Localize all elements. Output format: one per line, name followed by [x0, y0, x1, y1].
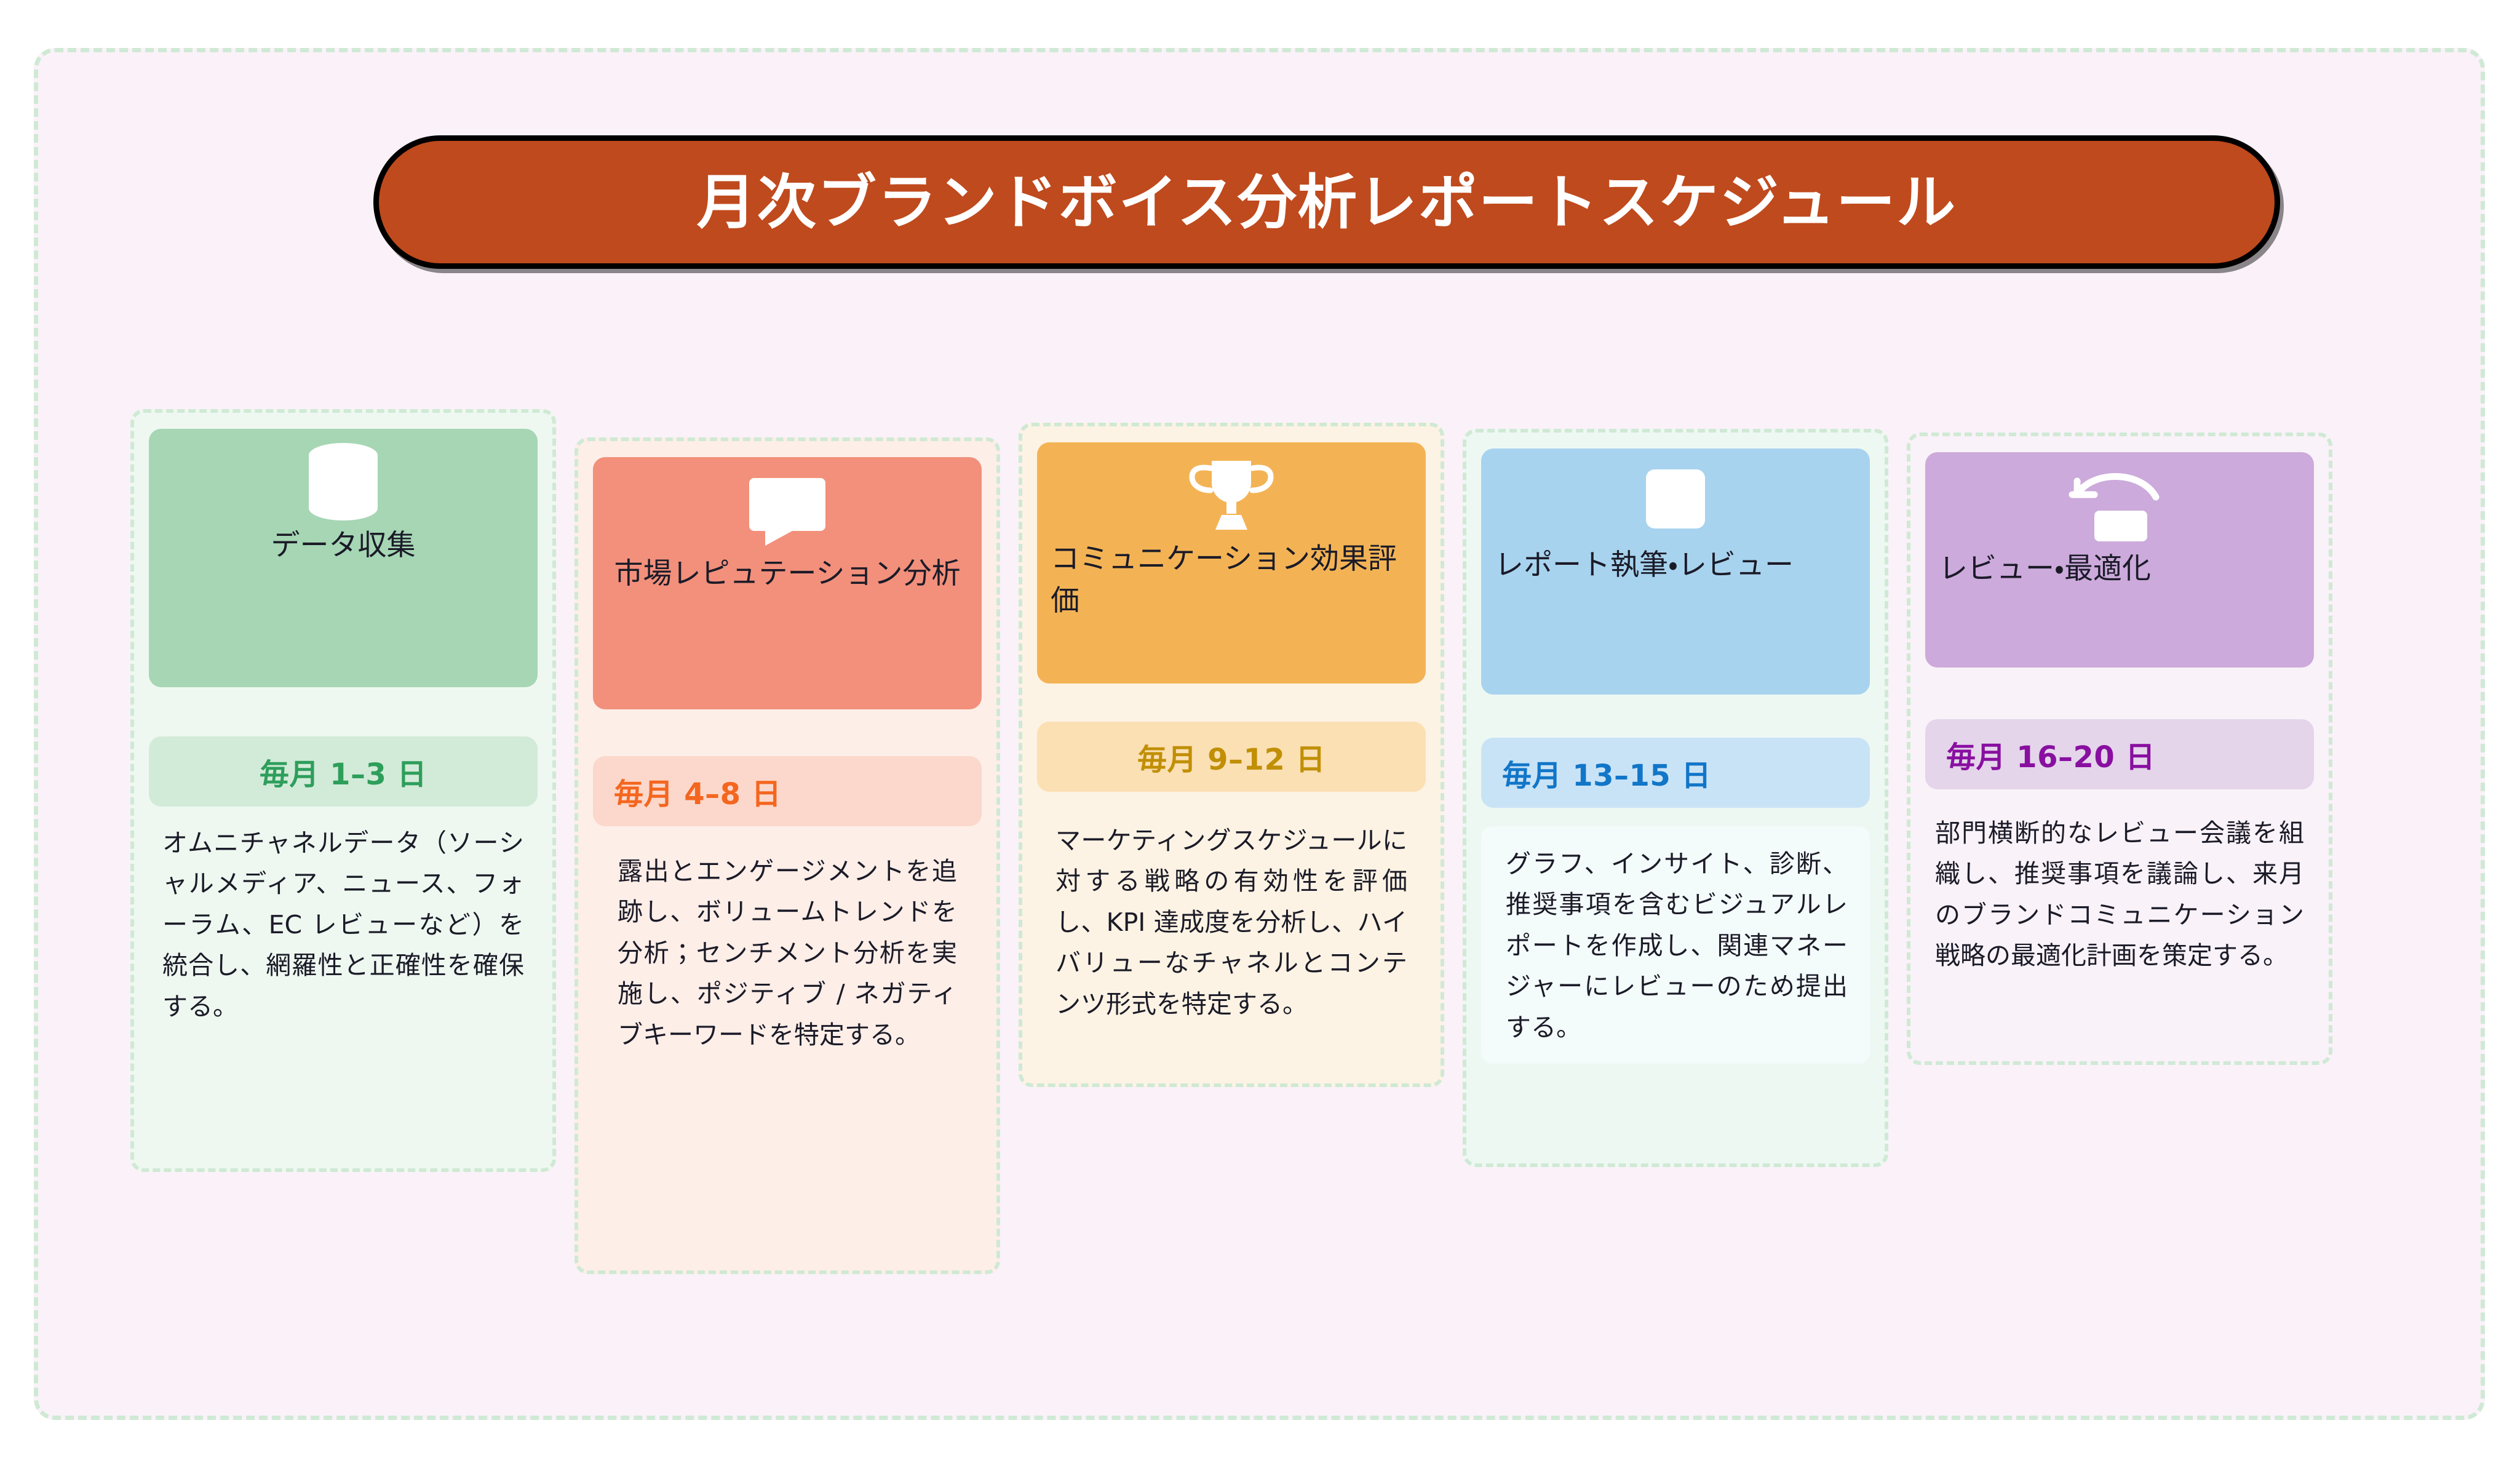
- step-column-5[interactable]: レビュー・最適化 毎月 16–20 日 部門横断的なレビュー会議を組織し、推奨事…: [1907, 433, 2332, 1065]
- step-title-5: レビュー・最適化: [1939, 552, 2151, 586]
- step-date-badge-4: 毎月 13–15 日: [1481, 738, 1870, 808]
- step-header-2: 市場レピュテーション分析: [593, 457, 982, 709]
- page-title-text: 月次ブランドボイス分析レポートスケジュール: [696, 167, 1957, 237]
- step-body-3: マーケティングスケジュールに対する戦略の有効性を評価し、KPI 達成度を分析し、…: [1055, 826, 1407, 1019]
- step-date-text-3: 毎月 9–12 日: [1137, 743, 1326, 777]
- step-date-text-2: 毎月 4–8 日: [614, 777, 782, 811]
- step-title-3: コミュニケーション効果評価: [1051, 542, 1397, 618]
- step-column-4[interactable]: レポート執筆・レビュー 毎月 13–15 日 グラフ、インサイト、診断、推奨事項…: [1463, 429, 1888, 1167]
- step-column-1[interactable]: データ収集 毎月 1–3 日 オムニチャネルデータ（ソーシャルメディア、ニュース…: [130, 409, 556, 1172]
- step-column-3[interactable]: コミュニケーション効果評価 毎月 9–12 日 マーケティングスケジュールに対す…: [1019, 423, 1444, 1087]
- step-header-1: データ収集: [149, 429, 538, 687]
- database-stack-icon: [301, 443, 385, 520]
- undo-arrow-icon: [2067, 468, 2172, 542]
- step-body-4: グラフ、インサイト、診断、推奨事項を含むビジュアルレポートを作成し、関連マネージ…: [1481, 826, 1870, 1064]
- steps-row: データ収集 毎月 1–3 日 オムニチャネルデータ（ソーシャルメディア、ニュース…: [130, 409, 2419, 1332]
- infographic-frame: 月次ブランドボイス分析レポートスケジュール データ収集 毎月 1–: [34, 48, 2485, 1420]
- page-title: 月次ブランドボイス分析レポートスケジュール: [373, 135, 2280, 269]
- step-header-5: レビュー・最適化: [1925, 452, 2314, 668]
- speech-bubble-icon: [744, 473, 830, 547]
- step-date-text-1: 毎月 1–3 日: [259, 757, 427, 792]
- step-date-text-4: 毎月 13–15 日: [1502, 759, 1712, 793]
- step-title-1: データ収集: [271, 528, 416, 562]
- step-date-badge-2: 毎月 4–8 日: [593, 756, 982, 826]
- step-body-2: 露出とエンゲージメントを追跡し、ボリュームトレンドを分析；センチメント分析を実施…: [618, 856, 957, 1050]
- step-date-badge-3: 毎月 9–12 日: [1037, 722, 1426, 792]
- step-column-2[interactable]: 市場レピュテーション分析 毎月 4–8 日 露出とエンゲージメントを追跡し、ボリ…: [574, 437, 1000, 1274]
- trophy-icon: [1188, 458, 1274, 532]
- step-date-badge-1: 毎月 1–3 日: [149, 736, 538, 807]
- step-header-4: レポート執筆・レビュー: [1481, 448, 1870, 695]
- step-date-badge-5: 毎月 16–20 日: [1925, 719, 2314, 789]
- document-icon: [1639, 464, 1712, 538]
- step-body-5: 部門横断的なレビュー会議を組織し、推奨事項を議論し、来月のブランドコミュニケーシ…: [1935, 818, 2304, 971]
- step-header-3: コミュニケーション効果評価: [1037, 442, 1426, 684]
- step-title-4: レポート執筆・レビュー: [1495, 548, 1794, 582]
- step-body-1: オムニチャネルデータ（ソーシャルメディア、ニュース、フォーラム、EC レビューな…: [162, 828, 524, 1021]
- step-title-2: 市場レピュテーション分析: [614, 557, 961, 591]
- step-date-text-5: 毎月 16–20 日: [1946, 740, 2156, 775]
